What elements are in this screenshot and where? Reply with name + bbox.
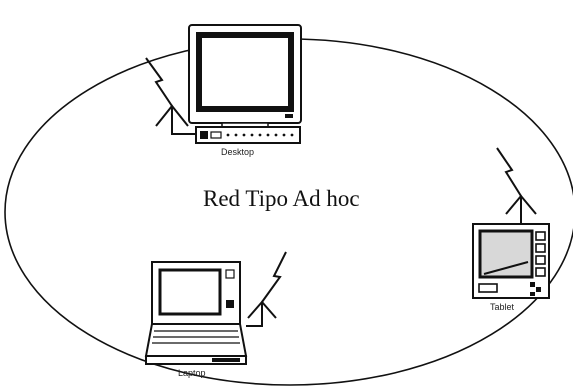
- laptop-label: Laptop: [178, 368, 206, 378]
- tablet-icon: [472, 223, 550, 299]
- laptop-device: Laptop: [144, 251, 287, 378]
- desktop-label: Desktop: [221, 147, 254, 157]
- wireless-signal-icon: [496, 147, 537, 224]
- tablet-label: Tablet: [490, 302, 515, 312]
- wireless-signal-icon: [145, 57, 196, 135]
- tablet-device: Tablet: [472, 147, 550, 312]
- desktop-device: Desktop: [145, 24, 302, 157]
- wireless-signal-icon: [246, 251, 287, 327]
- diagram-title: Red Tipo Ad hoc: [203, 186, 360, 211]
- desktop-computer-icon: [188, 24, 302, 144]
- laptop-icon: [144, 261, 248, 365]
